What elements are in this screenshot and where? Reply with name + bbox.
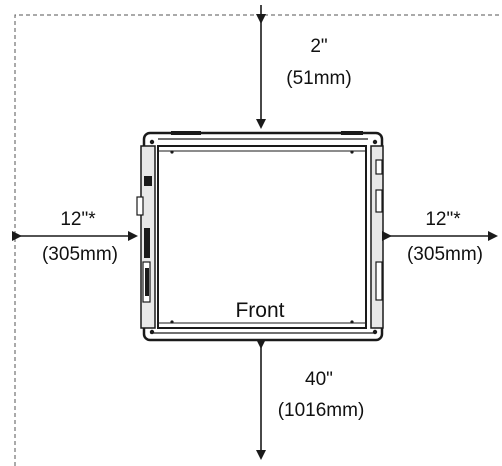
unit-top-view [136, 131, 384, 342]
top-dimension-inches: 2" [310, 36, 327, 57]
top-dimension-mm: (51mm) [286, 68, 351, 89]
right-dimension-mm: (305mm) [407, 244, 483, 265]
right-dimension-inches: 12"* [425, 209, 461, 230]
unit-main-panel [157, 145, 367, 329]
front-label: Front [235, 299, 284, 322]
wall-boundary-dashed [14, 14, 502, 466]
bottom-dimension-inches: 40" [305, 369, 333, 390]
bottom-dimension-mm: (1016mm) [278, 400, 365, 421]
left-dimension-mm: (305mm) [42, 244, 118, 265]
left-dimension-inches: 12"* [60, 209, 96, 230]
